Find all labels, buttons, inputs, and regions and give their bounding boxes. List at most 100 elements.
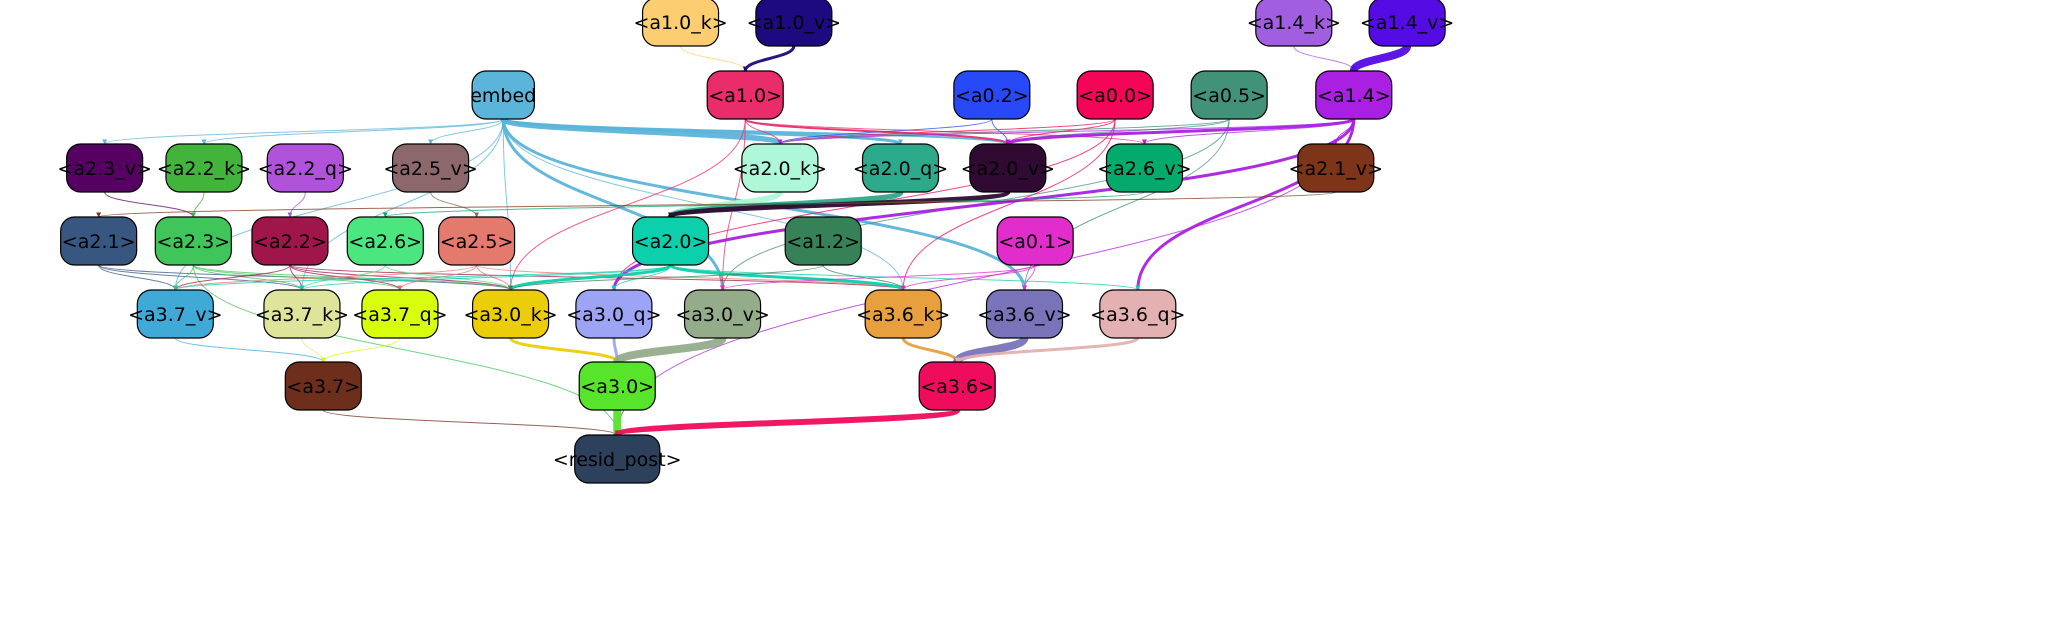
edge-a0-0-to-a2-0-k xyxy=(777,118,1116,145)
node-embed[interactable]: embed xyxy=(470,70,536,120)
edge-a1-0-v-to-a1-0 xyxy=(742,45,796,72)
edge-a0-2-to-a2-0-k xyxy=(777,118,993,145)
node-a3-0-v[interactable]: <a3.0_v> xyxy=(675,289,770,339)
node-box xyxy=(918,361,996,411)
node-box xyxy=(784,216,862,266)
edge-a1-4-to-a2-0-k xyxy=(777,118,1355,145)
graph-nodes: <a1.0_k> <a1.0_v> <a1.4_k> <a1.4_v>embed <a1… xyxy=(57,0,1454,484)
node-label: <a1.4_v> xyxy=(1360,12,1454,34)
edge-a3-7-to-resid-post xyxy=(322,409,620,436)
node-a0-0[interactable]: <a0.0> xyxy=(1076,70,1154,120)
edge-a2-1-v-to-a2-1 xyxy=(96,191,1337,218)
node-box xyxy=(136,289,214,339)
node-label: <a1.2> xyxy=(786,231,860,253)
node-a3-6-k[interactable]: <a3.6_k> xyxy=(856,289,950,339)
node-a1-4[interactable]: <a1.4> xyxy=(1315,70,1393,120)
node-label: <a2.1> xyxy=(62,231,136,253)
edge-a2-6-to-a3-0-k xyxy=(384,264,514,291)
node-label: <a1.4_k> xyxy=(1247,12,1341,34)
node-a2-3[interactable]: <a2.3> xyxy=(154,216,232,266)
edge-a0-1-to-a3-6-k xyxy=(900,264,1036,291)
node-a3-0[interactable]: <a3.0> xyxy=(578,361,656,411)
edge-a2-1-to-a3-7-k xyxy=(98,264,305,291)
node-label: <a2.0_v> xyxy=(961,158,1055,180)
node-resid-post[interactable]: <resid_post> xyxy=(553,434,682,484)
node-label: <a3.7_k> xyxy=(255,304,349,326)
edge-a0-5-to-a2-0-k xyxy=(777,118,1230,145)
node-a2-6-v[interactable]: <a2.6_v> xyxy=(1097,143,1192,193)
edge-a1-4-k-to-a1-4 xyxy=(1293,45,1357,72)
node-label: <a3.6_q> xyxy=(1090,304,1185,326)
node-box xyxy=(392,143,470,193)
node-label: <a1.0> xyxy=(708,85,782,107)
node-a2-2-k[interactable]: <a2.2_k> xyxy=(157,143,251,193)
node-a3-7-q[interactable]: <a3.7_q> xyxy=(352,289,448,339)
node-a2-0-q[interactable]: <a2.0_q> xyxy=(853,143,948,193)
node-label: <a2.0_q> xyxy=(853,158,948,180)
node-a0-1[interactable]: <a0.1> xyxy=(996,216,1074,266)
edge-embed-to-a2-2-k xyxy=(201,118,504,145)
node-a2-2[interactable]: <a2.2> xyxy=(251,216,329,266)
node-a2-5-v[interactable]: <a2.5_v> xyxy=(383,143,478,193)
node-box xyxy=(251,216,329,266)
edge-a3-7-k-to-a3-7 xyxy=(301,337,326,363)
node-box xyxy=(575,289,653,339)
edge-embed-to-a3-0-k xyxy=(502,118,514,291)
node-label: <a2.2_q> xyxy=(258,158,353,180)
node-a3-7-k[interactable]: <a3.7_k> xyxy=(255,289,349,339)
node-a2-1-v[interactable]: <a2.1_v> xyxy=(1289,143,1383,193)
node-label: <a3.0_k> xyxy=(463,304,557,326)
node-label: <a2.0> xyxy=(634,231,708,253)
node-label: <a2.5> xyxy=(440,231,514,253)
node-a2-0[interactable]: <a2.0> xyxy=(631,216,710,266)
edge-a2-0-to-a3-6-k xyxy=(669,263,906,292)
node-a3-7-v[interactable]: <a3.7_v> xyxy=(128,289,223,339)
node-a1-2[interactable]: <a1.2> xyxy=(784,216,862,266)
node-a1-0-v[interactable]: <a1.0_v> xyxy=(747,0,841,47)
edge-a1-4-v-to-a1-4 xyxy=(1349,44,1412,73)
node-a2-2-q[interactable]: <a2.2_q> xyxy=(258,143,353,193)
node-a2-3-v[interactable]: <a2.3_v> xyxy=(57,143,152,193)
node-box xyxy=(346,216,424,266)
node-label: <a1.4> xyxy=(1317,85,1391,107)
edge-a1-4-to-a2-0-v xyxy=(1005,117,1356,146)
node-label: <a2.3> xyxy=(156,231,230,253)
node-a3-6[interactable]: <a3.6> xyxy=(918,361,996,411)
node-box xyxy=(1076,70,1154,120)
node-a1-0-k[interactable]: <a1.0_k> xyxy=(633,0,728,47)
edge-a1-0-to-a3-0-k xyxy=(508,118,746,291)
node-box xyxy=(60,216,138,266)
node-a1-4-k[interactable]: <a1.4_k> xyxy=(1247,0,1341,47)
edge-a2-2-k-to-a2-3 xyxy=(190,191,205,218)
node-a1-4-v[interactable]: <a1.4_v> xyxy=(1360,0,1454,47)
edge-embed-to-a3-0-v xyxy=(501,118,726,291)
node-box xyxy=(574,434,661,484)
node-a1-0[interactable]: <a1.0> xyxy=(706,70,784,120)
edge-a2-0-to-a3-7-v xyxy=(172,264,672,291)
edge-a2-0-to-a3-7-k xyxy=(299,264,672,291)
node-a3-6-v[interactable]: <a3.6_v> xyxy=(977,289,1072,339)
node-a3-6-q[interactable]: <a3.6_q> xyxy=(1090,289,1185,339)
node-label: <a2.1_v> xyxy=(1289,158,1383,180)
node-a3-0-k[interactable]: <a3.0_k> xyxy=(463,289,558,339)
node-a2-1[interactable]: <a2.1> xyxy=(60,216,138,266)
node-a2-0-k[interactable]: <a2.0_k> xyxy=(733,143,827,193)
edge-a1-2-to-a3-6-k xyxy=(822,264,906,291)
node-label: <a1.0_v> xyxy=(747,12,841,34)
node-a0-5[interactable]: <a0.5> xyxy=(1190,70,1268,120)
edge-a2-3-v-to-a2-3 xyxy=(104,191,196,218)
node-a2-6[interactable]: <a2.6> xyxy=(346,216,424,266)
node-box xyxy=(1099,289,1177,339)
node-a2-0-v[interactable]: <a2.0_v> xyxy=(961,143,1055,193)
edge-a1-4-to-a2-6-v xyxy=(1142,118,1355,145)
node-a3-7[interactable]: <a3.7> xyxy=(284,361,362,411)
edge-embed-to-a2-5-v xyxy=(428,118,504,145)
node-box xyxy=(683,289,762,339)
node-a2-5[interactable]: <a2.5> xyxy=(437,216,516,266)
node-a3-0-q[interactable]: <a3.0_q> xyxy=(566,289,662,339)
edge-a2-2-to-a3-7-v xyxy=(172,264,291,291)
node-a0-2[interactable]: <a0.2> xyxy=(953,70,1031,120)
edge-a3-0-k-to-a3-0 xyxy=(509,336,620,364)
edge-a2-2-q-to-a2-2 xyxy=(287,191,306,218)
edge-a1-0-k-to-a1-0 xyxy=(680,45,748,72)
